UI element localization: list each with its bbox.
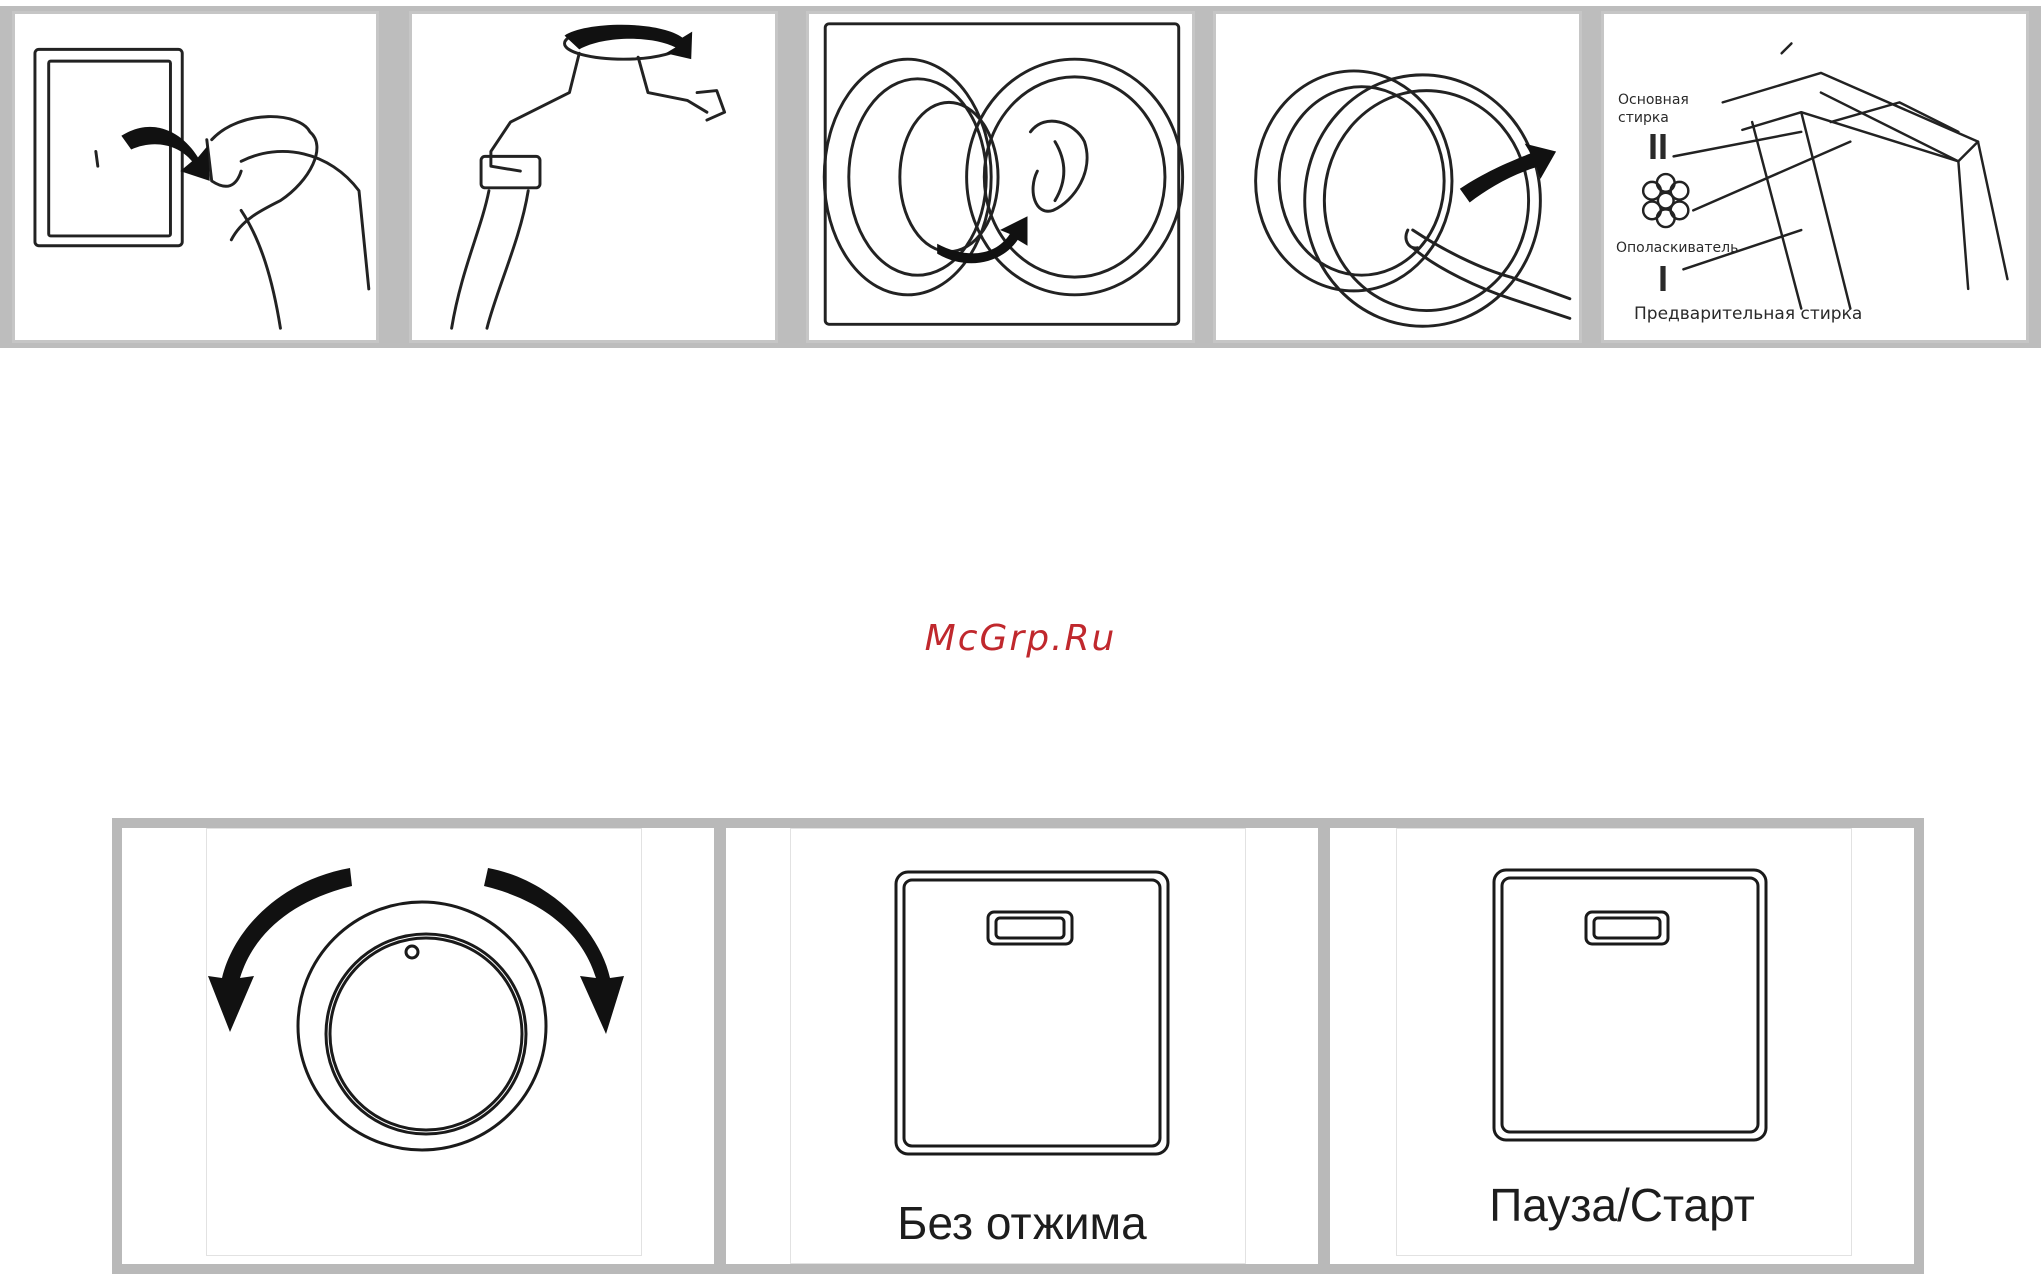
panel-no-spin-button: Без отжима xyxy=(726,828,1318,1264)
drawer-label-softener: Ополаскиватель xyxy=(1616,240,1738,256)
drawer-label-prewash: Предварительная стирка xyxy=(1634,304,1862,324)
drawer-label-prewash-mark: I xyxy=(1658,258,1668,300)
panel-open-tap xyxy=(409,11,778,343)
pause-start-label: Пауза/Старт xyxy=(1330,1178,1914,1232)
panel-load-laundry xyxy=(806,11,1195,343)
laundry-drum-icon xyxy=(809,14,1192,340)
panel-detergent-drawer: Основная стирка II Ополаскиватель I Пред… xyxy=(1601,11,2029,343)
panel-close-door xyxy=(1213,11,1582,343)
watermark: McGrp.Ru xyxy=(0,618,2041,659)
no-spin-label: Без отжима xyxy=(726,1196,1318,1250)
power-plug-icon xyxy=(15,14,376,340)
panel-program-dial xyxy=(122,828,714,1264)
drawer-label-main-wash-2: стирка xyxy=(1618,110,1669,126)
program-dial-icon xyxy=(122,828,714,1264)
instruction-strip-top: Основная стирка II Ополаскиватель I Пред… xyxy=(0,6,2041,348)
drawer-label-main-wash-1: Основная xyxy=(1618,92,1689,108)
drawer-label-main-wash-mark: II xyxy=(1648,126,1668,168)
flower-icon xyxy=(1643,174,1688,227)
close-door-icon xyxy=(1216,14,1579,340)
panel-pause-start-button: Пауза/Старт xyxy=(1330,828,1914,1264)
instruction-strip-bottom: Без отжима Пауза/Старт xyxy=(112,818,1924,1274)
water-tap-icon xyxy=(412,14,775,340)
panel-plug-in xyxy=(12,11,379,343)
